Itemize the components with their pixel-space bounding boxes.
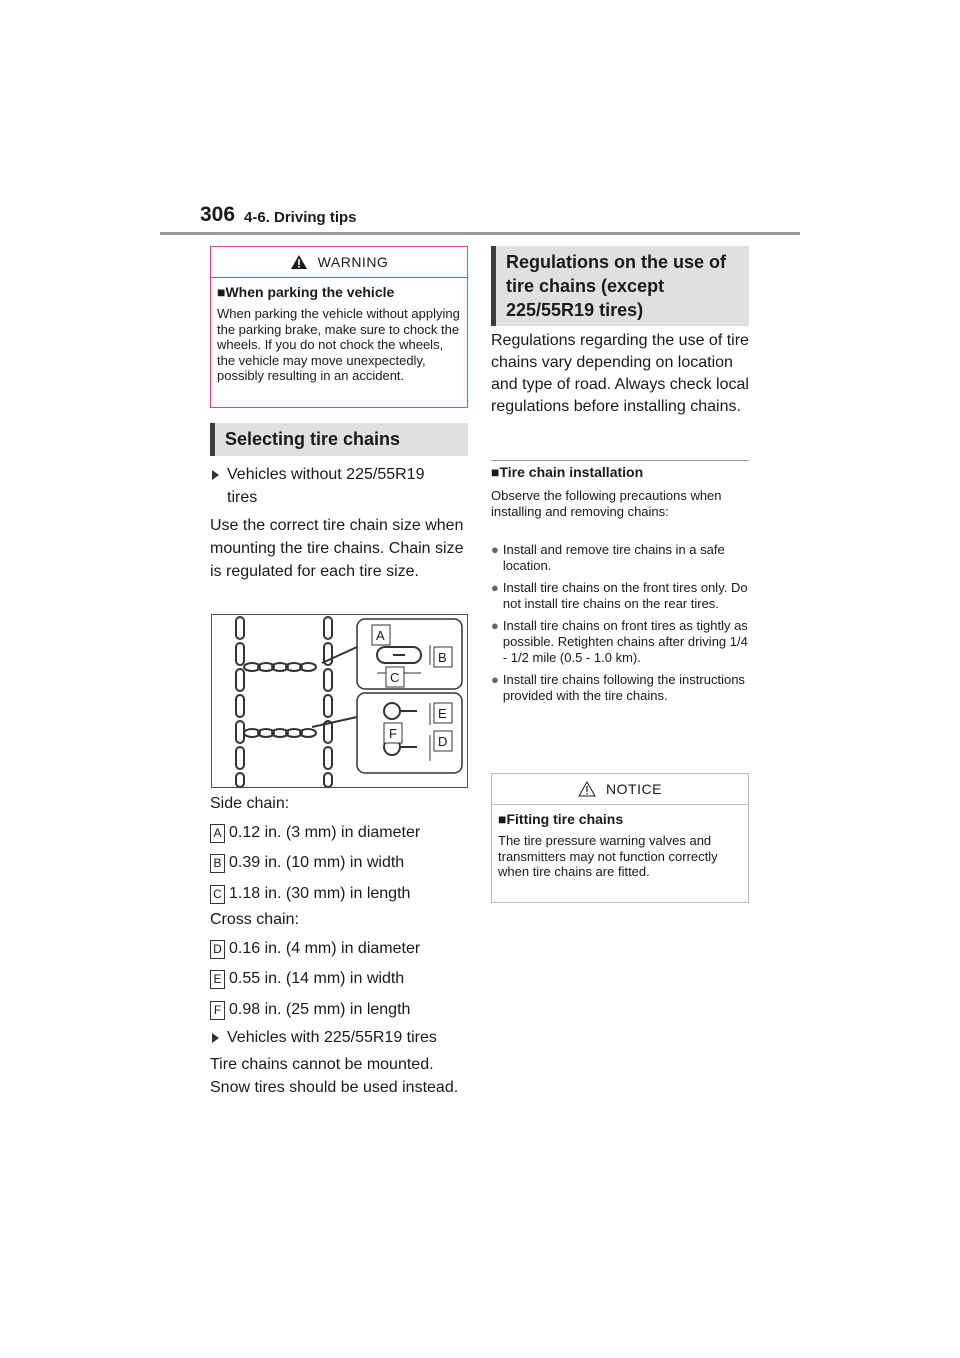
- letter-badge: A: [210, 823, 225, 843]
- figure-label-e: E: [438, 706, 447, 721]
- triangle-bullet-icon: [212, 1032, 219, 1043]
- bullet-dot-icon: ●: [491, 542, 499, 557]
- left-side-chain: [235, 616, 245, 788]
- notice-subheading: ■Fitting tire chains: [498, 811, 624, 827]
- selecting-heading: Selecting tire chains: [210, 423, 468, 456]
- figure-label-b: B: [438, 650, 447, 665]
- page-number: 306: [200, 203, 236, 226]
- section-title: 4-6. Driving tips: [244, 209, 357, 226]
- notice-header: NOTICE: [492, 774, 748, 805]
- list-item: ●Install tire chains following the instr…: [491, 672, 745, 703]
- list-item: ●Install tire chains on the front tires …: [491, 580, 748, 611]
- subhead-without-tires: Vehicles without 225/55R19 tires: [212, 463, 468, 509]
- notice-title: NOTICE: [606, 781, 662, 797]
- figure-label-f: F: [389, 726, 397, 741]
- notice-body: The tire pressure warning valves and tra…: [498, 833, 718, 880]
- subhead-with-tires: Vehicles with 225/55R19 tires: [212, 1026, 468, 1049]
- warning-body: When parking the vehicle without applyin…: [217, 306, 460, 384]
- caution-triangle-icon: [578, 781, 596, 797]
- tire-chain-figure: A B C E F D: [211, 614, 468, 788]
- header-rule: [160, 232, 800, 235]
- cross-chain-label: Cross chain:: [210, 911, 299, 928]
- snow-tires-paragraph: Tire chains cannot be mounted. Snow tire…: [210, 1056, 459, 1096]
- figure-label-a: A: [376, 628, 385, 643]
- notice-box: NOTICE ■Fitting tire chains The tire pre…: [491, 773, 749, 903]
- regulations-heading: Regulations on the use of tire chains (e…: [491, 246, 749, 326]
- warning-triangle-icon: [290, 255, 307, 269]
- letter-badge: E: [210, 969, 225, 989]
- list-item: ●Install and remove tire chains in a saf…: [491, 542, 725, 573]
- installation-heading: ■Tire chain installation: [491, 464, 644, 480]
- installation-bullet-list: ●Install and remove tire chains in a saf…: [491, 535, 749, 703]
- figure-label-c: C: [390, 670, 399, 685]
- warning-header: WARNING: [211, 247, 467, 278]
- bullet-dot-icon: ●: [491, 618, 499, 634]
- chain-size-paragraph: Use the correct tire chain size when mou…: [210, 517, 464, 580]
- warning-title: WARNING: [317, 254, 389, 270]
- warning-subheading: ■When parking the vehicle: [217, 284, 395, 300]
- bullet-dot-icon: ●: [491, 580, 499, 596]
- section-divider: [491, 460, 749, 461]
- letter-badge: B: [210, 853, 225, 873]
- installation-intro: Observe the following precautions when i…: [491, 488, 722, 519]
- side-chain-label: Side chain:: [210, 795, 290, 812]
- triangle-bullet-icon: [212, 469, 219, 480]
- regulations-paragraph: Regulations regarding the use of tire ch…: [491, 332, 749, 415]
- cross-chain-lower: [243, 728, 317, 738]
- cross-chain-upper: [243, 662, 317, 672]
- letter-badge: D: [210, 939, 225, 959]
- warning-box: WARNING ■When parking the vehicle When p…: [210, 246, 468, 408]
- bullet-dot-icon: ●: [491, 672, 499, 688]
- figure-label-d: D: [438, 734, 447, 749]
- letter-badge: F: [210, 1000, 225, 1020]
- list-item: ●Install tire chains on front tires as t…: [491, 618, 748, 665]
- tire-chain-illustration: A B C E F D: [235, 616, 463, 788]
- right-side-chain: [323, 616, 333, 788]
- letter-badge: C: [210, 884, 225, 904]
